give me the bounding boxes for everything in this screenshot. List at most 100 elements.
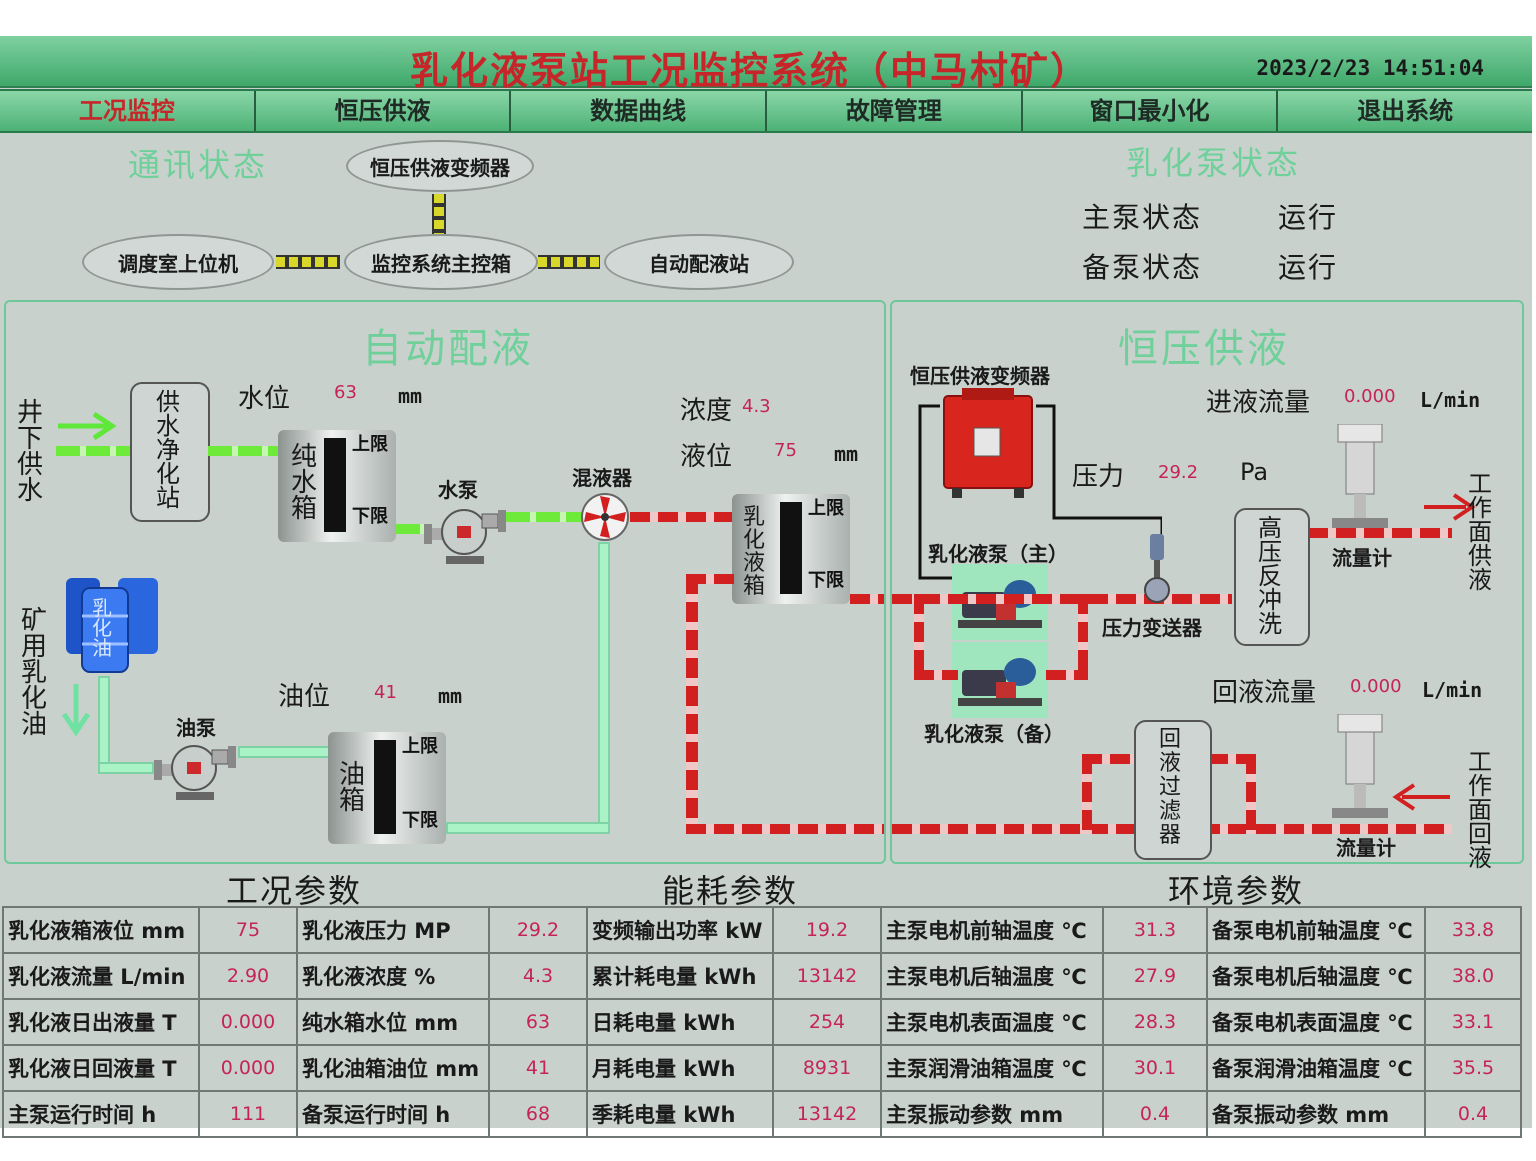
param-label: 乳化液压力 MP [296,906,490,954]
menu-exit-system[interactable]: 退出系统 [1357,96,1454,125]
param-label: 主泵振动参数 mm [880,1090,1104,1138]
face-supply-label: 工作面供液 [1468,470,1492,594]
pressure-value: 29.2 [1158,462,1199,483]
oil-level-label: 油位 [278,682,331,712]
node-inverter: 恒压供液变频器 [346,140,534,192]
pump-bypass-left [914,594,924,680]
param-value: 68 [488,1090,588,1138]
param-value: 63 [488,998,588,1046]
param-value: 0.4 [1102,1090,1208,1138]
oil-tank-lower-limit: 下限 [402,810,438,831]
menu-constant-pressure[interactable]: 恒压供液 [256,91,512,131]
param-value: 28.3 [1102,998,1208,1046]
water-pump-icon [424,509,506,564]
param-label: 乳化油箱油位 mm [296,1044,490,1092]
filter-loop-top-right [1208,754,1256,764]
concentration-label: 浓度 [680,396,733,426]
param-label: 月耗电量 kWh [586,1044,774,1092]
node-main-control-box: 监控系统主控箱 [344,234,538,290]
param-label: 乳化液浓度 % [296,952,490,1000]
param-value: 41 [488,1044,588,1092]
backflush-label: 高压反冲洗 [1258,514,1282,638]
param-value: 111 [198,1090,298,1138]
mixer-fan-icon [581,493,629,541]
emulsion-level-bar [780,502,802,594]
param-value: 75 [198,906,298,954]
param-label: 乳化液日回液量 T [2,1044,200,1092]
param-value: 4.3 [488,952,588,1000]
param-value: 38.0 [1424,952,1522,1000]
param-value: 31.3 [1102,906,1208,954]
pump-to-oil-tank-pipe [238,746,330,758]
return-flow-label: 回液流量 [1212,678,1317,708]
return-flow-value: 0.000 [1350,676,1402,697]
param-label: 备泵电机表面温度 ℃ [1206,998,1426,1046]
datetime: 2023/2/23 14:51:04 [1256,56,1484,80]
backup-pump-inlet [914,670,958,680]
param-value: 13142 [772,1090,882,1138]
oil-tank-label: 油箱 [338,760,365,816]
oil-barrels-icon [66,578,158,673]
param-value: 0.4 [1424,1090,1522,1138]
param-label: 备泵运行时间 h [296,1090,490,1138]
param-value: 27.9 [1102,952,1208,1000]
oil-pipe-vertical [98,676,110,774]
menu-minimize-window[interactable]: 窗口最小化 [1023,91,1279,131]
menu-work-monitor[interactable]: 工况监控 [0,91,256,131]
param-label: 备泵电机后轴温度 ℃ [1206,952,1426,1000]
pressure-transmitter-icon [1144,534,1170,603]
inflow-arrow-icon [58,411,117,441]
param-label: 主泵润滑油箱温度 ℃ [880,1044,1104,1092]
water-level-unit: mm [398,384,423,408]
param-value: 29.2 [488,906,588,954]
water-level-label: 水位 [238,384,291,414]
return-filter-box [1134,720,1212,860]
pure-water-level-bar [324,438,346,532]
comm-status-title: 通讯状态 [128,146,269,184]
param-value: 30.1 [1102,1044,1208,1092]
pure-tank-upper-limit: 上限 [352,434,388,455]
param-value: 19.2 [772,906,882,954]
filter-loop-left [1082,754,1092,834]
liquid-level-value: 75 [774,440,797,461]
auto-mix-panel: 自动配液 井下供水 供水净化站 水位 63 mm 纯水箱 上限 下限 水泵 [4,300,886,864]
oil-tank-upper-limit: 上限 [402,736,438,757]
backup-pump-outlet [1046,670,1088,680]
param-value: 33.1 [1424,998,1522,1046]
param-value: 2.90 [198,952,298,1000]
constant-pressure-title: 恒压供液 [1118,326,1290,372]
inverter-cabinet-icon [943,388,1033,498]
param-label: 备泵润滑油箱温度 ℃ [1206,1044,1426,1092]
param-label: 主泵电机表面温度 ℃ [880,998,1104,1046]
transmitter-label: 压力变送器 [1102,616,1202,640]
pure-water-tank-label: 纯水箱 [290,442,317,524]
face-return-arrow-icon [1392,783,1450,811]
param-value: 35.5 [1424,1044,1522,1092]
param-label: 主泵运行时间 h [2,1090,200,1138]
oil-level-bar [374,740,396,834]
param-value: 13142 [772,952,882,1000]
menu-data-curve[interactable]: 数据曲线 [511,91,768,131]
pump-status-title: 乳化泵状态 [1126,144,1302,182]
emulsion-tank-upper-limit: 上限 [808,498,844,519]
supply-flowmeter-label: 流量计 [1332,546,1392,570]
menu-fault-management[interactable]: 故障管理 [767,91,1023,131]
main-pump-label: 乳化液泵（主） [928,542,1068,566]
constant-pressure-panel: 恒压供液 恒压供液变频器 压力 29.2 Pa 进液流量 0.000 L/min… [890,300,1524,870]
concentration-value: 4.3 [742,396,771,417]
param-label: 季耗电量 kWh [586,1090,774,1138]
node-auto-station: 自动配液站 [604,234,794,290]
param-label: 变频输出功率 kW [586,906,774,954]
oil-barrel-label: 乳化油 [92,596,112,660]
emulsion-tank-label: 乳化液箱 [742,505,765,599]
param-value: 254 [772,998,882,1046]
oil-return-pipe-horizontal [446,822,610,834]
well-water-label: 井下供水 [16,398,43,506]
emulsion-tank-lower-limit: 下限 [808,570,844,591]
